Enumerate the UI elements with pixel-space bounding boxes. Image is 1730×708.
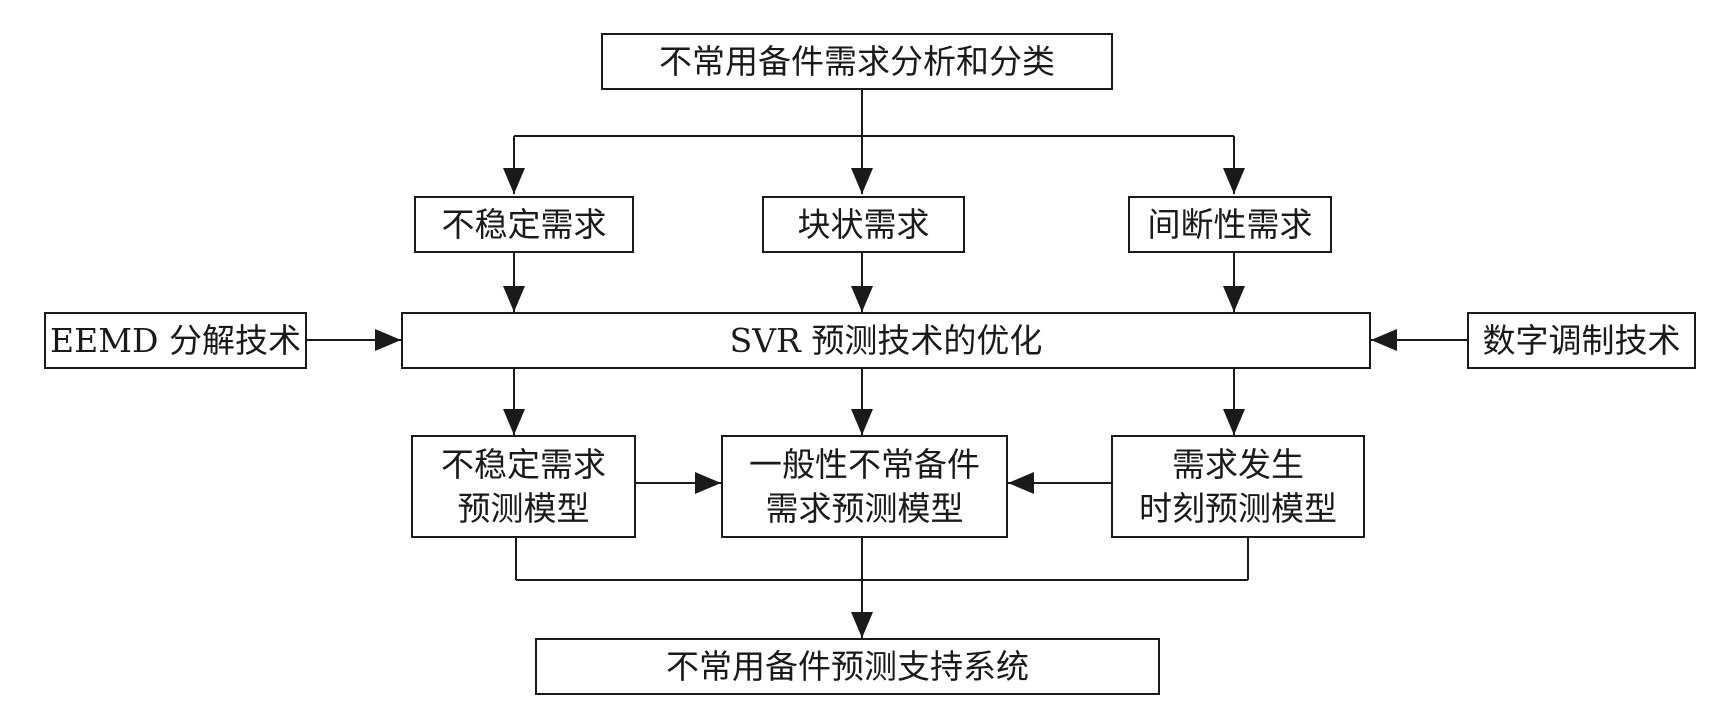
node-intermittent-demand: 间断性需求 <box>1128 196 1332 253</box>
node-label-line-1: 需求发生 <box>1172 444 1304 484</box>
node-digital-modulation: 数字调制技术 <box>1467 312 1696 369</box>
node-label: SVR 预测技术的优化 <box>729 320 1043 360</box>
node-label: 数字调制技术 <box>1482 320 1681 360</box>
node-label: EEMD 分解技术 <box>50 320 301 360</box>
node-label: 不常用备件预测支持系统 <box>666 646 1029 686</box>
node-label-line-1: 不稳定需求 <box>441 444 606 484</box>
node-unstable-demand: 不稳定需求 <box>414 196 634 253</box>
node-unstable-demand-model: 不稳定需求 预测模型 <box>411 435 636 538</box>
node-eemd-decomposition: EEMD 分解技术 <box>44 312 307 369</box>
node-demand-analysis-classification: 不常用备件需求分析和分类 <box>601 33 1113 90</box>
node-demand-timing-model: 需求发生 时刻预测模型 <box>1111 435 1365 538</box>
node-label: 块状需求 <box>797 204 930 244</box>
node-lumpy-demand: 块状需求 <box>762 196 965 253</box>
node-label-line-2: 时刻预测模型 <box>1139 488 1337 528</box>
node-general-demand-model: 一般性不常备件 需求预测模型 <box>721 435 1008 538</box>
node-label-line-2: 需求预测模型 <box>765 488 964 528</box>
node-svr-optimization: SVR 预测技术的优化 <box>401 312 1371 369</box>
node-label: 不常用备件需求分析和分类 <box>659 41 1055 81</box>
node-forecast-support-system: 不常用备件预测支持系统 <box>535 638 1160 695</box>
node-label-line-2: 预测模型 <box>457 488 590 528</box>
node-label: 间断性需求 <box>1147 204 1313 244</box>
node-label: 不稳定需求 <box>441 204 607 244</box>
node-label-line-1: 一般性不常备件 <box>749 444 980 484</box>
